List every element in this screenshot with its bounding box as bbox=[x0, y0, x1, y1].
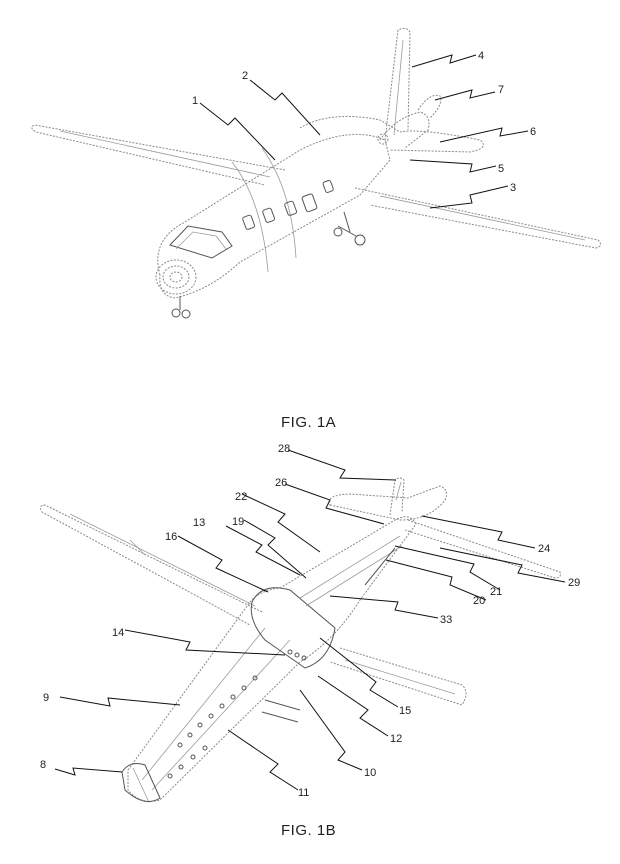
ref-numeral-2: 2 bbox=[242, 70, 248, 82]
figure-1b-caption: FIG. 1B bbox=[281, 822, 337, 839]
ref-numeral-20: 20 bbox=[473, 595, 485, 607]
ref-numeral-5: 5 bbox=[498, 163, 504, 175]
figure-1a-reference-numerals: 1 2 3 4 5 6 7 bbox=[192, 50, 536, 194]
ref-numeral-15: 15 bbox=[399, 705, 411, 717]
ref-numeral-19: 19 bbox=[232, 516, 244, 528]
ref-numeral-3: 3 bbox=[510, 182, 516, 194]
ref-numeral-16: 16 bbox=[165, 531, 177, 543]
figure-1a-aircraft-drawing bbox=[31, 27, 602, 319]
ref-numeral-21: 21 bbox=[490, 586, 502, 598]
ref-numeral-1: 1 bbox=[192, 95, 198, 107]
ref-numeral-14: 14 bbox=[112, 627, 124, 639]
ref-numeral-11: 11 bbox=[298, 787, 309, 799]
ref-numeral-26: 26 bbox=[275, 477, 287, 489]
ref-numeral-29: 29 bbox=[568, 577, 580, 589]
ref-numeral-24: 24 bbox=[538, 543, 550, 555]
ref-numeral-28: 28 bbox=[278, 443, 290, 455]
figure-1b-aircraft-drawing bbox=[40, 449, 566, 803]
figure-1b-reference-numerals: 8 9 10 11 12 13 14 15 16 19 20 21 22 24 … bbox=[40, 443, 580, 799]
ref-numeral-22: 22 bbox=[235, 491, 247, 503]
ref-numeral-4: 4 bbox=[478, 50, 484, 62]
ref-numeral-8: 8 bbox=[40, 759, 46, 771]
figure-1a-caption: FIG. 1A bbox=[281, 414, 337, 431]
window-row bbox=[167, 675, 258, 779]
ref-numeral-7: 7 bbox=[498, 84, 504, 96]
ref-numeral-33: 33 bbox=[440, 614, 452, 626]
ref-numeral-13: 13 bbox=[193, 517, 205, 529]
ref-numeral-6: 6 bbox=[530, 126, 536, 138]
ref-numeral-9: 9 bbox=[43, 692, 49, 704]
ref-numeral-10: 10 bbox=[364, 767, 376, 779]
ref-numeral-12: 12 bbox=[390, 733, 402, 745]
